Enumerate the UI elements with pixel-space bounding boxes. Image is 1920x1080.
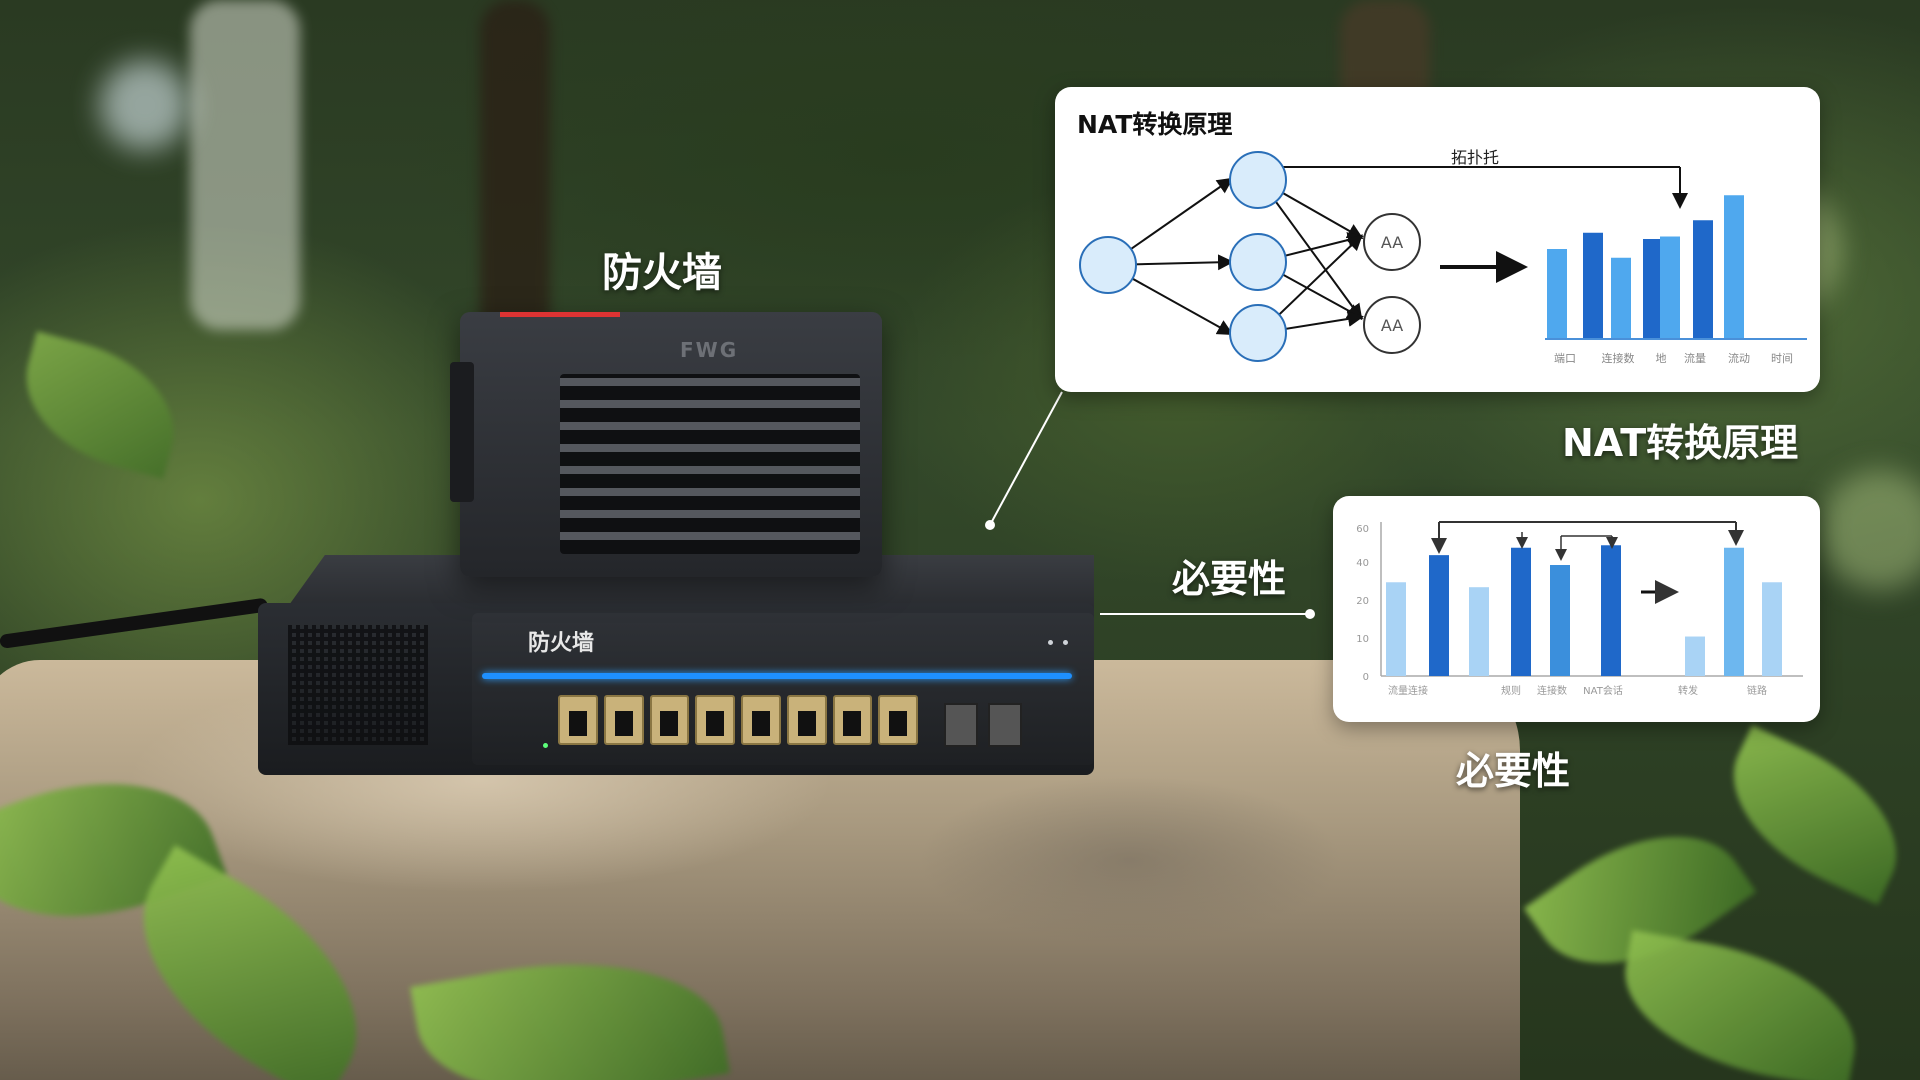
nat-bar bbox=[1660, 236, 1680, 339]
leader-dot bbox=[1305, 609, 1315, 619]
necessity-bar-chart bbox=[1386, 545, 1782, 676]
necessity-bar bbox=[1685, 636, 1705, 676]
nat-bar bbox=[1547, 249, 1567, 339]
x-label: 时间 bbox=[1771, 352, 1793, 365]
node-label: AA bbox=[1381, 233, 1403, 252]
x-label: 流量连接 bbox=[1388, 684, 1428, 697]
leader-dot bbox=[985, 520, 995, 530]
nat-bar-chart bbox=[1547, 195, 1744, 339]
y-tick: 10 bbox=[1356, 634, 1369, 645]
diagram-node bbox=[1229, 233, 1287, 291]
status-led bbox=[1048, 640, 1053, 645]
necessity-connectors bbox=[1431, 521, 1744, 604]
nat-diagram-card: NAT转换原理 bbox=[1055, 87, 1820, 392]
bokeh-light bbox=[100, 60, 190, 150]
x-label: 流动 bbox=[1728, 351, 1750, 365]
x-label: 链路 bbox=[1747, 684, 1767, 697]
firewall-caption: 防火墙 bbox=[602, 250, 722, 296]
ethernet-port bbox=[695, 695, 735, 745]
ethernet-port bbox=[786, 695, 827, 745]
y-tick: 60 bbox=[1356, 524, 1369, 535]
nat-bar bbox=[1724, 195, 1744, 339]
necessity-bar bbox=[1386, 582, 1406, 676]
necessity-caption-bottom: 必要性 bbox=[1456, 749, 1571, 793]
necessity-caption-left: 必要性 bbox=[1172, 557, 1287, 601]
node-label: AA bbox=[1381, 316, 1403, 335]
box-side-port bbox=[450, 362, 474, 502]
nat-bar bbox=[1693, 220, 1713, 339]
y-tick: 40 bbox=[1356, 558, 1369, 569]
diagram-node bbox=[1229, 304, 1287, 362]
necessity-bar bbox=[1762, 582, 1782, 676]
necessity-bar bbox=[1429, 555, 1449, 676]
status-led bbox=[1063, 640, 1068, 645]
diagram-node bbox=[1079, 236, 1137, 294]
x-label: 连接数 bbox=[1602, 352, 1635, 365]
firewall-appliance-box: FWG bbox=[450, 312, 882, 577]
box-logo: FWG bbox=[680, 338, 739, 362]
nat-bar bbox=[1611, 257, 1631, 339]
y-tick: 0 bbox=[1363, 672, 1369, 683]
x-label: 端口 bbox=[1554, 352, 1576, 365]
ethernet-port-row bbox=[558, 695, 918, 745]
nat-card-title: NAT转换原理 bbox=[1077, 110, 1233, 139]
blue-accent-stripe bbox=[482, 673, 1072, 679]
necessity-bar bbox=[1724, 547, 1744, 676]
nat-bar bbox=[1643, 239, 1663, 339]
x-label: NAT会话 bbox=[1583, 684, 1623, 697]
status-led bbox=[543, 743, 548, 748]
ethernet-port bbox=[558, 695, 598, 745]
y-tick: 20 bbox=[1356, 596, 1369, 607]
ethernet-port bbox=[741, 695, 781, 745]
nat-bar bbox=[1583, 232, 1603, 339]
diagram-label: 拓扑托 bbox=[1451, 148, 1499, 167]
nat-card-graphic: AA AA 拓扑托 端口 连接数 地 流量 流动 时间 bbox=[1079, 148, 1807, 365]
ethernet-port bbox=[832, 695, 873, 745]
switch-vent bbox=[288, 625, 428, 745]
sfp-port bbox=[988, 703, 1022, 747]
x-label: 规则 bbox=[1501, 684, 1521, 697]
ethernet-port bbox=[603, 695, 644, 745]
ethernet-port bbox=[878, 695, 918, 745]
network-diagram: AA AA 拓扑托 bbox=[1079, 148, 1688, 362]
diagram-node bbox=[1229, 151, 1287, 209]
necessity-bar bbox=[1601, 545, 1621, 676]
nat-caption: NAT转换原理 bbox=[1562, 421, 1799, 465]
sfp-port bbox=[944, 703, 978, 747]
necessity-bar bbox=[1469, 587, 1489, 676]
x-label: 地 bbox=[1656, 352, 1667, 365]
leader-line-nat bbox=[989, 391, 1063, 526]
box-red-trim bbox=[500, 312, 620, 317]
firewall-switch-device: 防火墙 bbox=[258, 555, 1094, 775]
ethernet-port bbox=[649, 695, 690, 745]
diagram-node bbox=[1363, 296, 1421, 354]
switch-front-label: 防火墙 bbox=[528, 631, 595, 656]
necessity-bar bbox=[1550, 565, 1570, 676]
x-label: 流量 bbox=[1684, 351, 1706, 365]
box-vent-grille bbox=[560, 374, 860, 554]
x-label: 转发 bbox=[1678, 684, 1698, 697]
bokeh-light bbox=[1820, 470, 1920, 590]
necessity-bar bbox=[1511, 547, 1531, 676]
x-label: 连接数 bbox=[1537, 684, 1567, 697]
necessity-chart-card: 0 10 20 40 60 流量连接 规则 连接数 NAT会话 转发 链路 bbox=[1333, 496, 1820, 722]
necessity-card-graphic: 0 10 20 40 60 流量连接 规则 连接数 NAT会话 转发 链路 bbox=[1356, 521, 1803, 697]
tree-trunk bbox=[190, 0, 300, 330]
diagram-node bbox=[1363, 213, 1421, 271]
